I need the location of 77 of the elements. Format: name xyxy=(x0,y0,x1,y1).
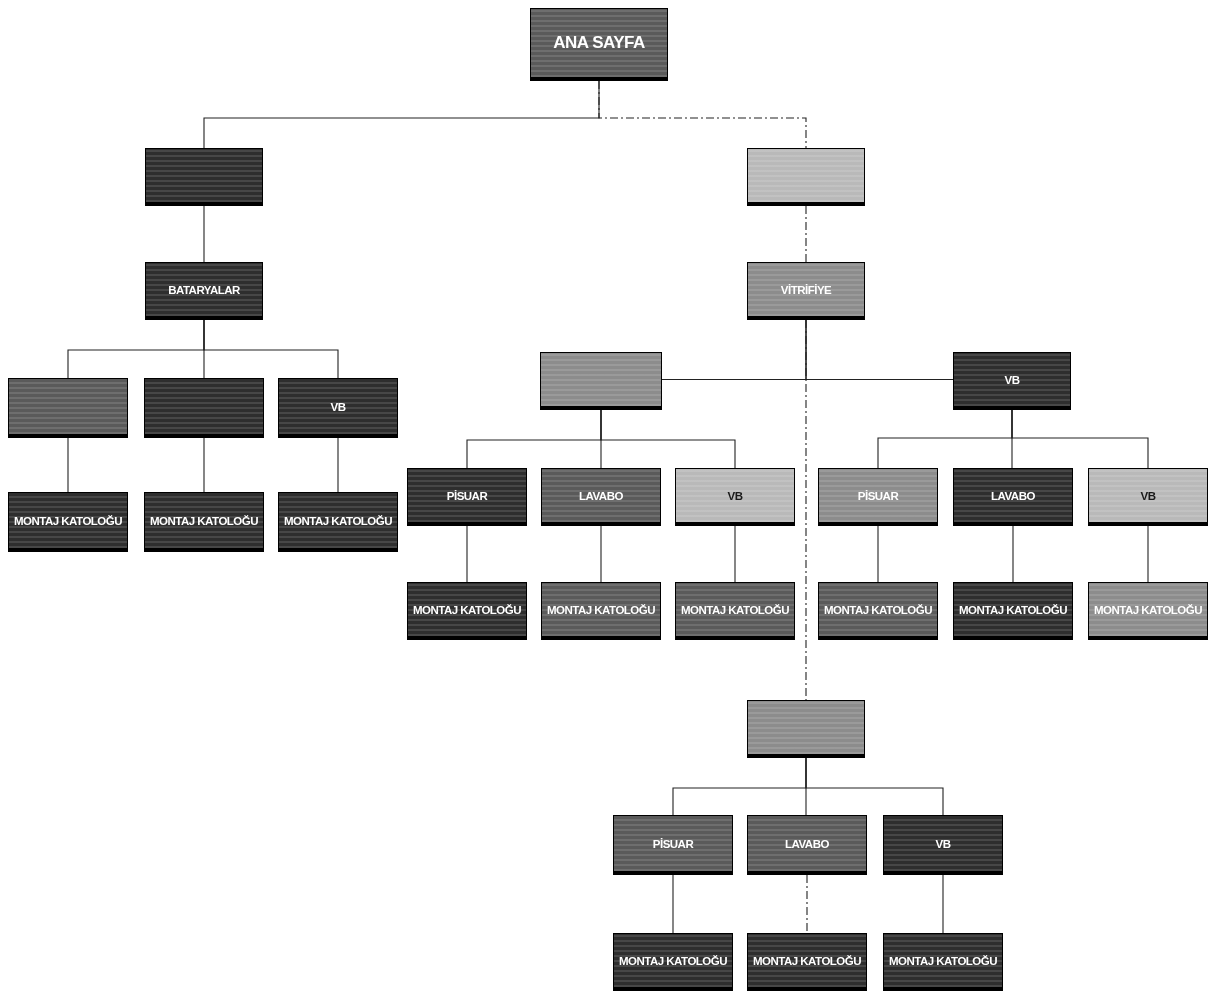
box-label: LAVABO xyxy=(991,489,1035,502)
category-box xyxy=(145,148,263,203)
category-box xyxy=(541,468,661,523)
box-label: PİSUAR xyxy=(652,837,694,850)
connector-line xyxy=(734,525,736,583)
category-box xyxy=(953,352,1071,407)
connector-line xyxy=(1012,525,1014,583)
connector-line xyxy=(600,409,736,469)
category-box xyxy=(1088,582,1208,637)
connector-line xyxy=(1011,409,1149,469)
box-label: LAVABO xyxy=(785,837,829,850)
category-box xyxy=(883,815,1003,872)
category-box xyxy=(883,933,1003,988)
box-label: VİTRİFİYE xyxy=(780,283,832,296)
connector-line xyxy=(466,525,468,583)
box-label: MONTAJ KATOLOĞU xyxy=(13,514,123,527)
connector-line xyxy=(806,874,808,934)
connector-line xyxy=(672,874,674,934)
box-label: MONTAJ KATOLOĞU xyxy=(546,603,656,616)
category-box xyxy=(541,582,661,637)
box-label: VB xyxy=(330,400,346,413)
category-box xyxy=(613,933,733,988)
category-box xyxy=(407,468,527,523)
category-box xyxy=(747,933,867,988)
category-box xyxy=(747,700,865,755)
box-label: MONTAJ KATOLOĞU xyxy=(680,603,790,616)
box-label: ANA SAYFA xyxy=(553,33,645,53)
box-label: MONTAJ KATOLOĞU xyxy=(823,603,933,616)
connector-line xyxy=(942,874,944,934)
category-box xyxy=(613,815,733,872)
connector-line xyxy=(877,525,879,583)
box-label: PİSUAR xyxy=(446,489,488,502)
connector-line xyxy=(203,205,205,263)
category-box xyxy=(278,492,398,549)
category-box xyxy=(145,262,263,317)
connector-line xyxy=(337,437,339,493)
category-box xyxy=(953,582,1073,637)
category-box xyxy=(747,262,865,317)
connector-line xyxy=(203,319,339,379)
box-label: VB xyxy=(1004,373,1020,386)
category-box xyxy=(747,815,867,872)
category-box xyxy=(8,378,128,435)
connector-line xyxy=(67,437,69,493)
category-box xyxy=(407,582,527,637)
connector-line xyxy=(203,437,205,493)
connector-line xyxy=(600,525,602,583)
category-box xyxy=(1088,468,1208,523)
category-box xyxy=(278,378,398,435)
box-label: PİSUAR xyxy=(857,489,899,502)
box-label: MONTAJ KATOLOĞU xyxy=(958,603,1068,616)
category-box xyxy=(540,352,662,407)
category-box xyxy=(818,582,938,637)
box-label: MONTAJ KATOLOĞU xyxy=(888,954,998,967)
category-box xyxy=(144,378,264,435)
category-box xyxy=(675,582,795,637)
category-box xyxy=(144,492,264,549)
category-box xyxy=(675,468,795,523)
box-label: LAVABO xyxy=(579,489,623,502)
category-box xyxy=(747,148,865,203)
box-label: MONTAJ KATOLOĞU xyxy=(149,514,259,527)
box-label: MONTAJ KATOLOĞU xyxy=(412,603,522,616)
connector-line xyxy=(805,757,944,816)
connector-line xyxy=(1147,525,1149,583)
category-box xyxy=(953,468,1073,523)
category-box xyxy=(818,468,938,523)
box-label: MONTAJ KATOLOĞU xyxy=(618,954,728,967)
box-label: VB xyxy=(935,837,951,850)
box-label: MONTAJ KATOLOĞU xyxy=(752,954,862,967)
connector-line xyxy=(598,80,807,149)
box-label: BATARYALAR xyxy=(168,283,240,296)
connector-line xyxy=(805,205,807,263)
box-label: VB xyxy=(1140,489,1156,502)
box-label: MONTAJ KATOLOĞU xyxy=(283,514,393,527)
category-box xyxy=(530,8,668,78)
box-label: VB xyxy=(727,489,743,502)
box-label: MONTAJ KATOLOĞU xyxy=(1093,603,1203,616)
category-box xyxy=(8,492,128,549)
